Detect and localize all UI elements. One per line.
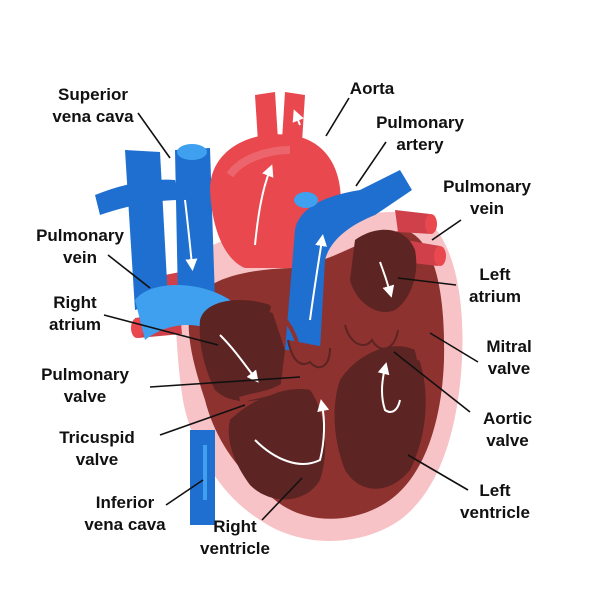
label-right-atrium: Right atrium (49, 293, 101, 334)
label-inferior-vena-cava: Inferior vena cava (84, 493, 166, 534)
leader-left-ventricle (407, 454, 469, 491)
left-ventricle-chamber (334, 346, 426, 489)
label-mitral-valve: Mitral valve (486, 337, 532, 378)
leader-pulmonary-vein-left (431, 219, 462, 241)
right-atrium-chamber (199, 300, 285, 402)
leader-aortic-valve (393, 351, 471, 413)
pulmonary-artery-vessel (285, 170, 412, 350)
leader-pulmonary-artery (355, 141, 387, 187)
valves (239, 312, 423, 403)
leader-inferior-vena-cava (165, 479, 204, 506)
leader-pulmonary-vein-right (107, 254, 151, 289)
label-right-ventricle: Right ventricle (200, 517, 270, 558)
aortic-valve-leaflet (344, 324, 399, 350)
label-pulmonary-valve: Pulmonary valve (41, 365, 129, 406)
leader-mitral-valve (429, 332, 479, 363)
label-pulmonary-vein-right: Pulmonary vein (36, 226, 124, 267)
right-ventricle-chamber (228, 389, 326, 500)
heart-chambers (199, 229, 426, 500)
label-aorta: Aorta (349, 79, 395, 98)
leader-superior-vena-cava (137, 112, 171, 159)
label-left-ventricle: Left ventricle (460, 481, 530, 522)
inferior-vena-cava-vessel (190, 430, 215, 525)
leader-aorta (325, 97, 350, 137)
label-superior-vena-cava: Superior vena cava (52, 85, 134, 126)
label-left-atrium: Left atrium (469, 265, 521, 306)
leader-right-atrium (103, 314, 219, 346)
flow-arrows (219, 261, 401, 465)
leader-tricuspid-valve (159, 404, 246, 436)
leader-left-atrium (397, 277, 457, 286)
leader-lines (103, 97, 479, 521)
label-aortic-valve: Aortic valve (482, 409, 533, 450)
pulmonary-valve-leaflet (287, 339, 331, 369)
tricuspid-valve-leaflet (239, 382, 287, 403)
mitral-valve-leaflet (392, 312, 423, 361)
leader-pulmonary-valve (149, 376, 301, 388)
leader-right-ventricle (261, 477, 303, 521)
label-tricuspid-valve: Tricuspid valve (59, 428, 135, 469)
label-pulmonary-artery: Pulmonary artery (376, 113, 464, 154)
label-pulmonary-vein-left: Pulmonary vein (443, 177, 531, 218)
